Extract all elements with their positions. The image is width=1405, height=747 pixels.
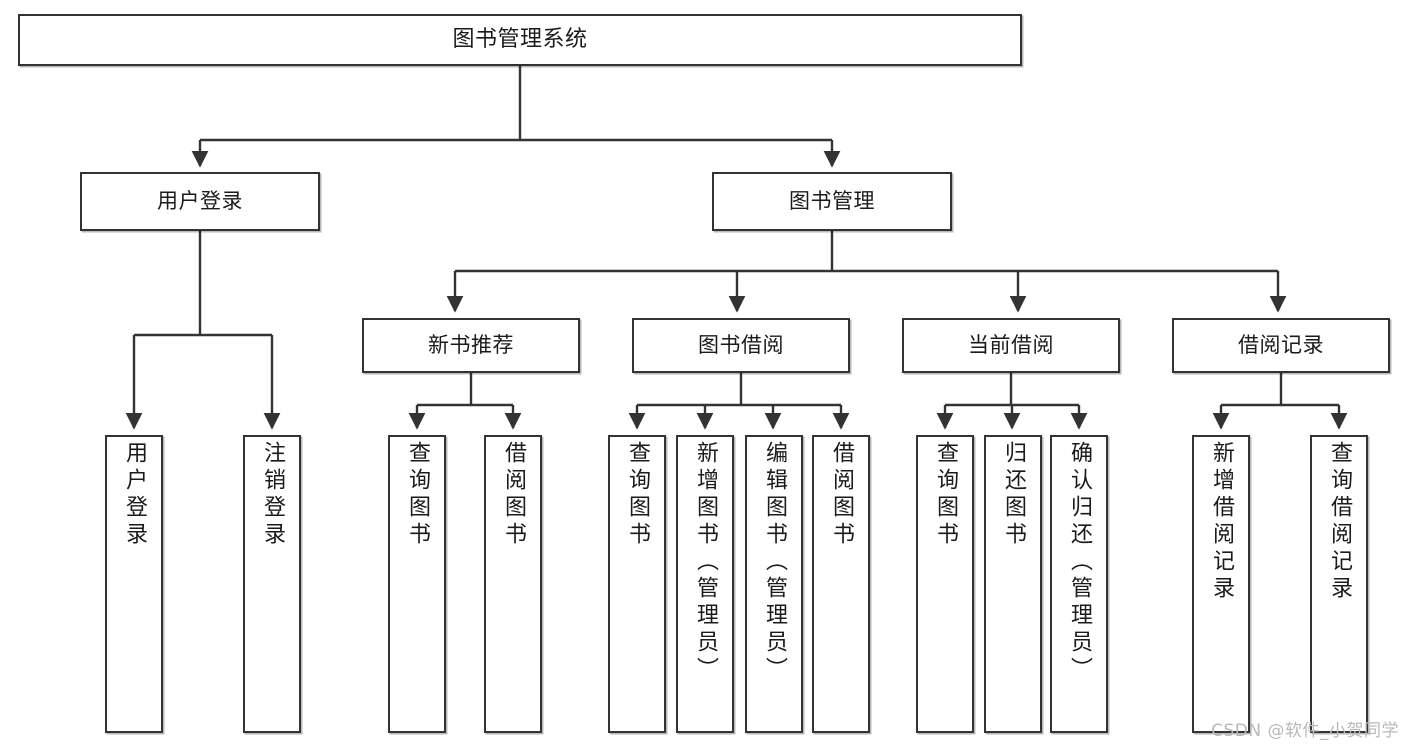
node-leaf-query-book-2[interactable]: 查询图书 <box>608 435 666 733</box>
node-borrow-record-label: 借阅记录 <box>1238 332 1324 357</box>
node-leaf-confirm-return-label: 确认归还（管理员） <box>1067 441 1092 684</box>
node-leaf-user-login-label: 用户登录 <box>122 441 147 549</box>
node-leaf-query-book-2-label: 查询图书 <box>625 441 650 549</box>
node-book-manage[interactable]: 图书管理 <box>712 172 952 231</box>
node-leaf-borrow-book-1[interactable]: 借阅图书 <box>484 435 542 733</box>
node-leaf-query-book-1-label: 查询图书 <box>405 441 430 549</box>
node-leaf-return-book-label: 归还图书 <box>1001 441 1026 549</box>
node-leaf-edit-book-label: 编辑图书（管理员） <box>762 441 787 684</box>
node-leaf-user-login[interactable]: 用户登录 <box>105 435 163 733</box>
node-leaf-add-book[interactable]: 新增图书（管理员） <box>676 435 734 733</box>
node-leaf-user-logout[interactable]: 注销登录 <box>243 435 301 733</box>
node-leaf-add-book-label: 新增图书（管理员） <box>693 441 718 684</box>
node-leaf-user-logout-label: 注销登录 <box>260 441 285 549</box>
node-leaf-query-book-1[interactable]: 查询图书 <box>388 435 446 733</box>
node-leaf-return-book[interactable]: 归还图书 <box>984 435 1042 733</box>
node-leaf-query-book-3[interactable]: 查询图书 <box>916 435 974 733</box>
node-root-label: 图书管理系统 <box>452 26 588 52</box>
node-leaf-query-record-label: 查询借阅记录 <box>1327 441 1352 603</box>
node-leaf-confirm-return[interactable]: 确认归还（管理员） <box>1050 435 1108 733</box>
node-leaf-borrow-book-2[interactable]: 借阅图书 <box>812 435 870 733</box>
node-book-manage-label: 图书管理 <box>789 188 875 213</box>
node-user-login-label: 用户登录 <box>157 188 243 213</box>
node-leaf-edit-book[interactable]: 编辑图书（管理员） <box>745 435 803 733</box>
node-current-borrow[interactable]: 当前借阅 <box>902 318 1120 373</box>
node-current-borrow-label: 当前借阅 <box>968 332 1054 357</box>
node-leaf-query-record[interactable]: 查询借阅记录 <box>1310 435 1368 733</box>
node-leaf-borrow-book-1-label: 借阅图书 <box>501 441 526 549</box>
node-user-login[interactable]: 用户登录 <box>80 172 320 231</box>
node-leaf-borrow-book-2-label: 借阅图书 <box>829 441 854 549</box>
node-new-book-recommend-label: 新书推荐 <box>428 332 514 357</box>
node-root[interactable]: 图书管理系统 <box>18 14 1022 66</box>
node-leaf-query-book-3-label: 查询图书 <box>933 441 958 549</box>
node-new-book-recommend[interactable]: 新书推荐 <box>362 318 580 373</box>
node-borrow-record[interactable]: 借阅记录 <box>1172 318 1390 373</box>
node-leaf-add-record-label: 新增借阅记录 <box>1209 441 1234 603</box>
node-book-borrow[interactable]: 图书借阅 <box>632 318 850 373</box>
node-leaf-add-record[interactable]: 新增借阅记录 <box>1192 435 1250 733</box>
node-book-borrow-label: 图书借阅 <box>698 332 784 357</box>
